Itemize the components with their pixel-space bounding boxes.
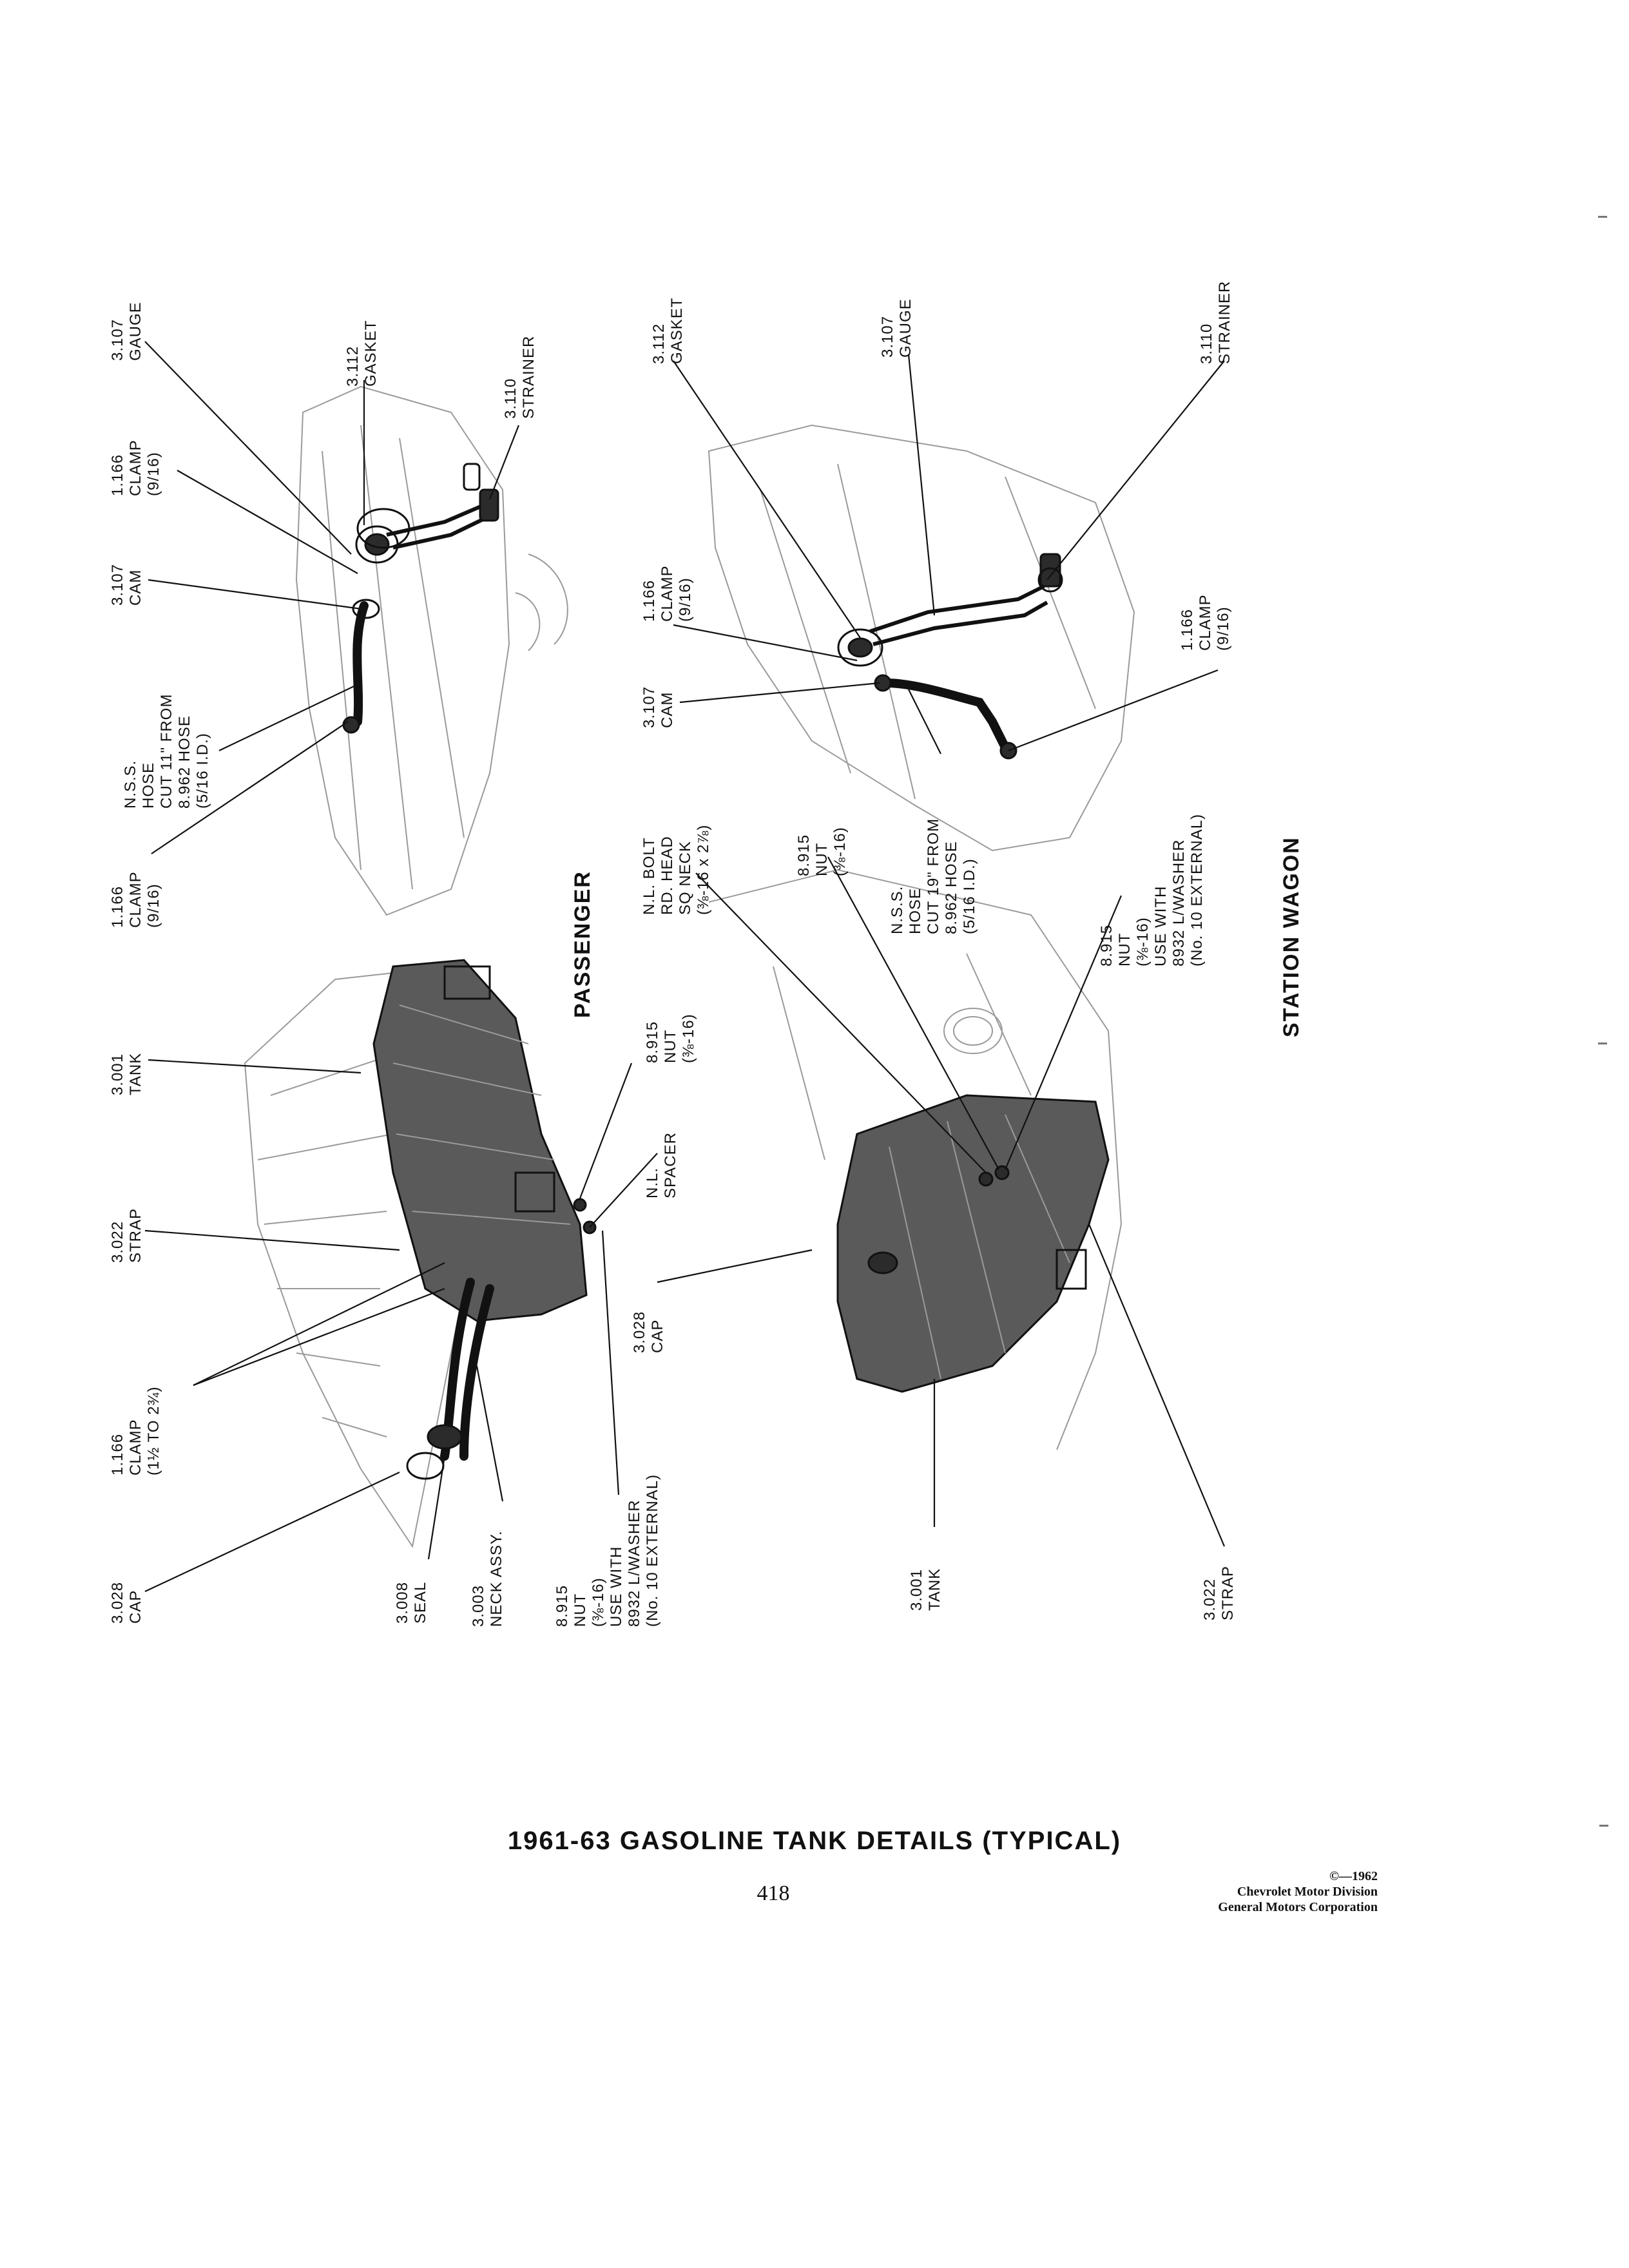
edge-mark (1599, 1825, 1608, 1827)
wagon-fuel-line-assembly (837, 553, 1063, 760)
callout-pass-tank: 3.001 TANK (109, 1048, 144, 1095)
passenger-body-background (244, 385, 568, 1548)
section-label-passenger: PASSENGER (570, 870, 595, 1018)
wagon-leader-lines (673, 354, 1226, 1547)
callout-pass-clamp-neck: 1.166 CLAMP (1½ TO 2¾) (109, 1386, 162, 1475)
callout-wagon-hose: N.S.S. HOSE CUT 19" FROM 8.962 HOSE (5/1… (889, 813, 978, 934)
callout-wagon-bolt: N.L. BOLT RD. HEAD SQ NECK (⅜-16 x 2⅞) (641, 825, 712, 915)
callout-pass-cap-right: 3.028 CAP (631, 1306, 666, 1353)
wagon-callouts: 3.112 GASKET 3.107 GAUGE 3.110 STRAINER … (641, 281, 1304, 1620)
copyright-line: Chevrolet Motor Division (1237, 1885, 1378, 1899)
passenger-fuel-line-assembly (342, 463, 499, 734)
callout-pass-cam: 3.107 CAM (109, 559, 144, 606)
callout-pass-gasket: 3.112 GASKET (344, 320, 380, 387)
callout-wagon-gauge: 3.107 GAUGE (879, 298, 914, 358)
callout-pass-hose: N.S.S. HOSE CUT 11" FROM 8.962 HOSE (5/1… (122, 689, 211, 809)
callout-pass-strainer: 3.110 STRAINER (502, 336, 537, 419)
callout-pass-clamp-lower: 1.166 CLAMP (9/16) (109, 867, 162, 928)
callout-pass-gauge: 3.107 GAUGE (109, 302, 144, 361)
passenger-callouts: 3.107 GAUGE 3.112 GASKET 3.110 STRAINER … (109, 302, 697, 1627)
edge-mark (1598, 216, 1607, 218)
callout-pass-spacer: N.L. SPACER (644, 1132, 679, 1198)
callout-wagon-nut-washer: 8.915 NUT (⅜-16) USE WITH 8932 L/WASHER … (1098, 814, 1206, 966)
passenger-leader-lines (144, 341, 813, 1592)
wagon-tank (836, 1094, 1110, 1393)
callout-wagon-gasket: 3.112 GASKET (650, 298, 686, 364)
callout-wagon-cam: 3.107 CAM (641, 681, 676, 728)
copyright-block: ©—1962 Chevrolet Motor Division General … (927, 1869, 1378, 1915)
callout-pass-clamp-upper: 1.166 CLAMP (9/16) (109, 435, 162, 496)
callout-pass-seal: 3.008 SEAL (394, 1577, 429, 1624)
callout-wagon-clamp-upper: 1.166 CLAMP (9/16) (641, 561, 694, 622)
page-title: 1961-63 GASOLINE TANK DETAILS (TYPICAL) (507, 1827, 1122, 1855)
callout-pass-cap: 3.028 CAP (109, 1577, 144, 1624)
callout-wagon-nut: 8.915 NUT (⅜-16) (795, 827, 849, 876)
callout-wagon-strainer: 3.110 STRAINER (1198, 281, 1233, 364)
edge-mark (1598, 1043, 1607, 1044)
callout-wagon-tank: 3.001 TANK (908, 1564, 943, 1611)
page-number: 418 (757, 1881, 790, 1905)
callout-wagon-clamp-right: 1.166 CLAMP (9/16) (1179, 590, 1232, 651)
callout-pass-nut-washer: 8.915 NUT (⅜-16) USE WITH 8932 L/WASHER … (554, 1474, 661, 1627)
callout-pass-nut: 8.915 NUT (⅜-16) (644, 1014, 697, 1063)
section-label-station-wagon: STATION WAGON (1279, 836, 1304, 1037)
callout-pass-neck: 3.003 NECK ASSY. (470, 1530, 505, 1627)
callout-pass-strap: 3.022 STRAP (109, 1208, 144, 1263)
wagon-body-background (708, 424, 1135, 1450)
callout-wagon-strap: 3.022 STRAP (1201, 1566, 1237, 1620)
copyright-line: ©—1962 (1329, 1869, 1378, 1883)
copyright-line: General Motors Corporation (1218, 1900, 1378, 1914)
passenger-tank (372, 959, 597, 1480)
